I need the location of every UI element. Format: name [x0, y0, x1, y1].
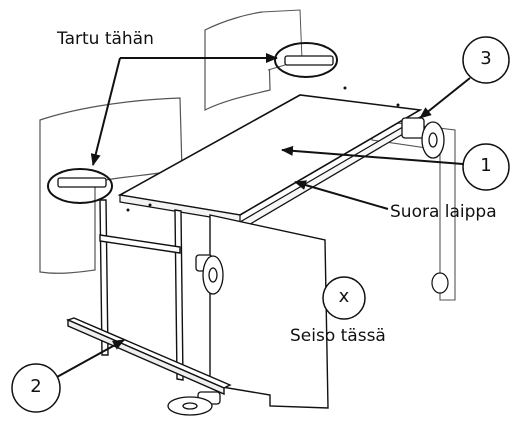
callout-3-leader — [419, 77, 471, 119]
grip-bar-left — [57, 177, 107, 188]
flange-leader — [294, 180, 389, 210]
front-side-panel — [39, 97, 183, 274]
flat-flange-label: Suora laippa — [390, 202, 497, 222]
callout-circle-2 — [11, 363, 61, 413]
callout-number-1: 1 — [480, 155, 492, 176]
grip-bar-right — [284, 55, 334, 66]
stand-here-mark: x — [338, 286, 350, 307]
caster-front — [167, 391, 221, 416]
callout-circle-1 — [462, 143, 510, 191]
front-end-panel — [209, 214, 329, 409]
callout-1-leader — [281, 145, 464, 165]
callout-number-2: 2 — [30, 376, 42, 397]
caster-right — [401, 117, 445, 159]
stand-here-label: Seiso tässä — [290, 326, 386, 346]
stand-here-circle — [322, 276, 366, 320]
callout-number-3: 3 — [480, 48, 492, 69]
grip-highlight-left — [47, 168, 113, 204]
caster-back-foot — [431, 272, 449, 294]
grip-leader — [90, 53, 278, 166]
caster-middle — [195, 254, 224, 295]
hardware-dots — [126, 86, 400, 212]
grip-label: Tartu tähän — [57, 29, 154, 49]
callout-2-leader — [56, 339, 125, 378]
left-leg-frame — [66, 199, 232, 396]
callout-circle-3 — [462, 36, 510, 84]
back-side-panel — [204, 11, 271, 111]
